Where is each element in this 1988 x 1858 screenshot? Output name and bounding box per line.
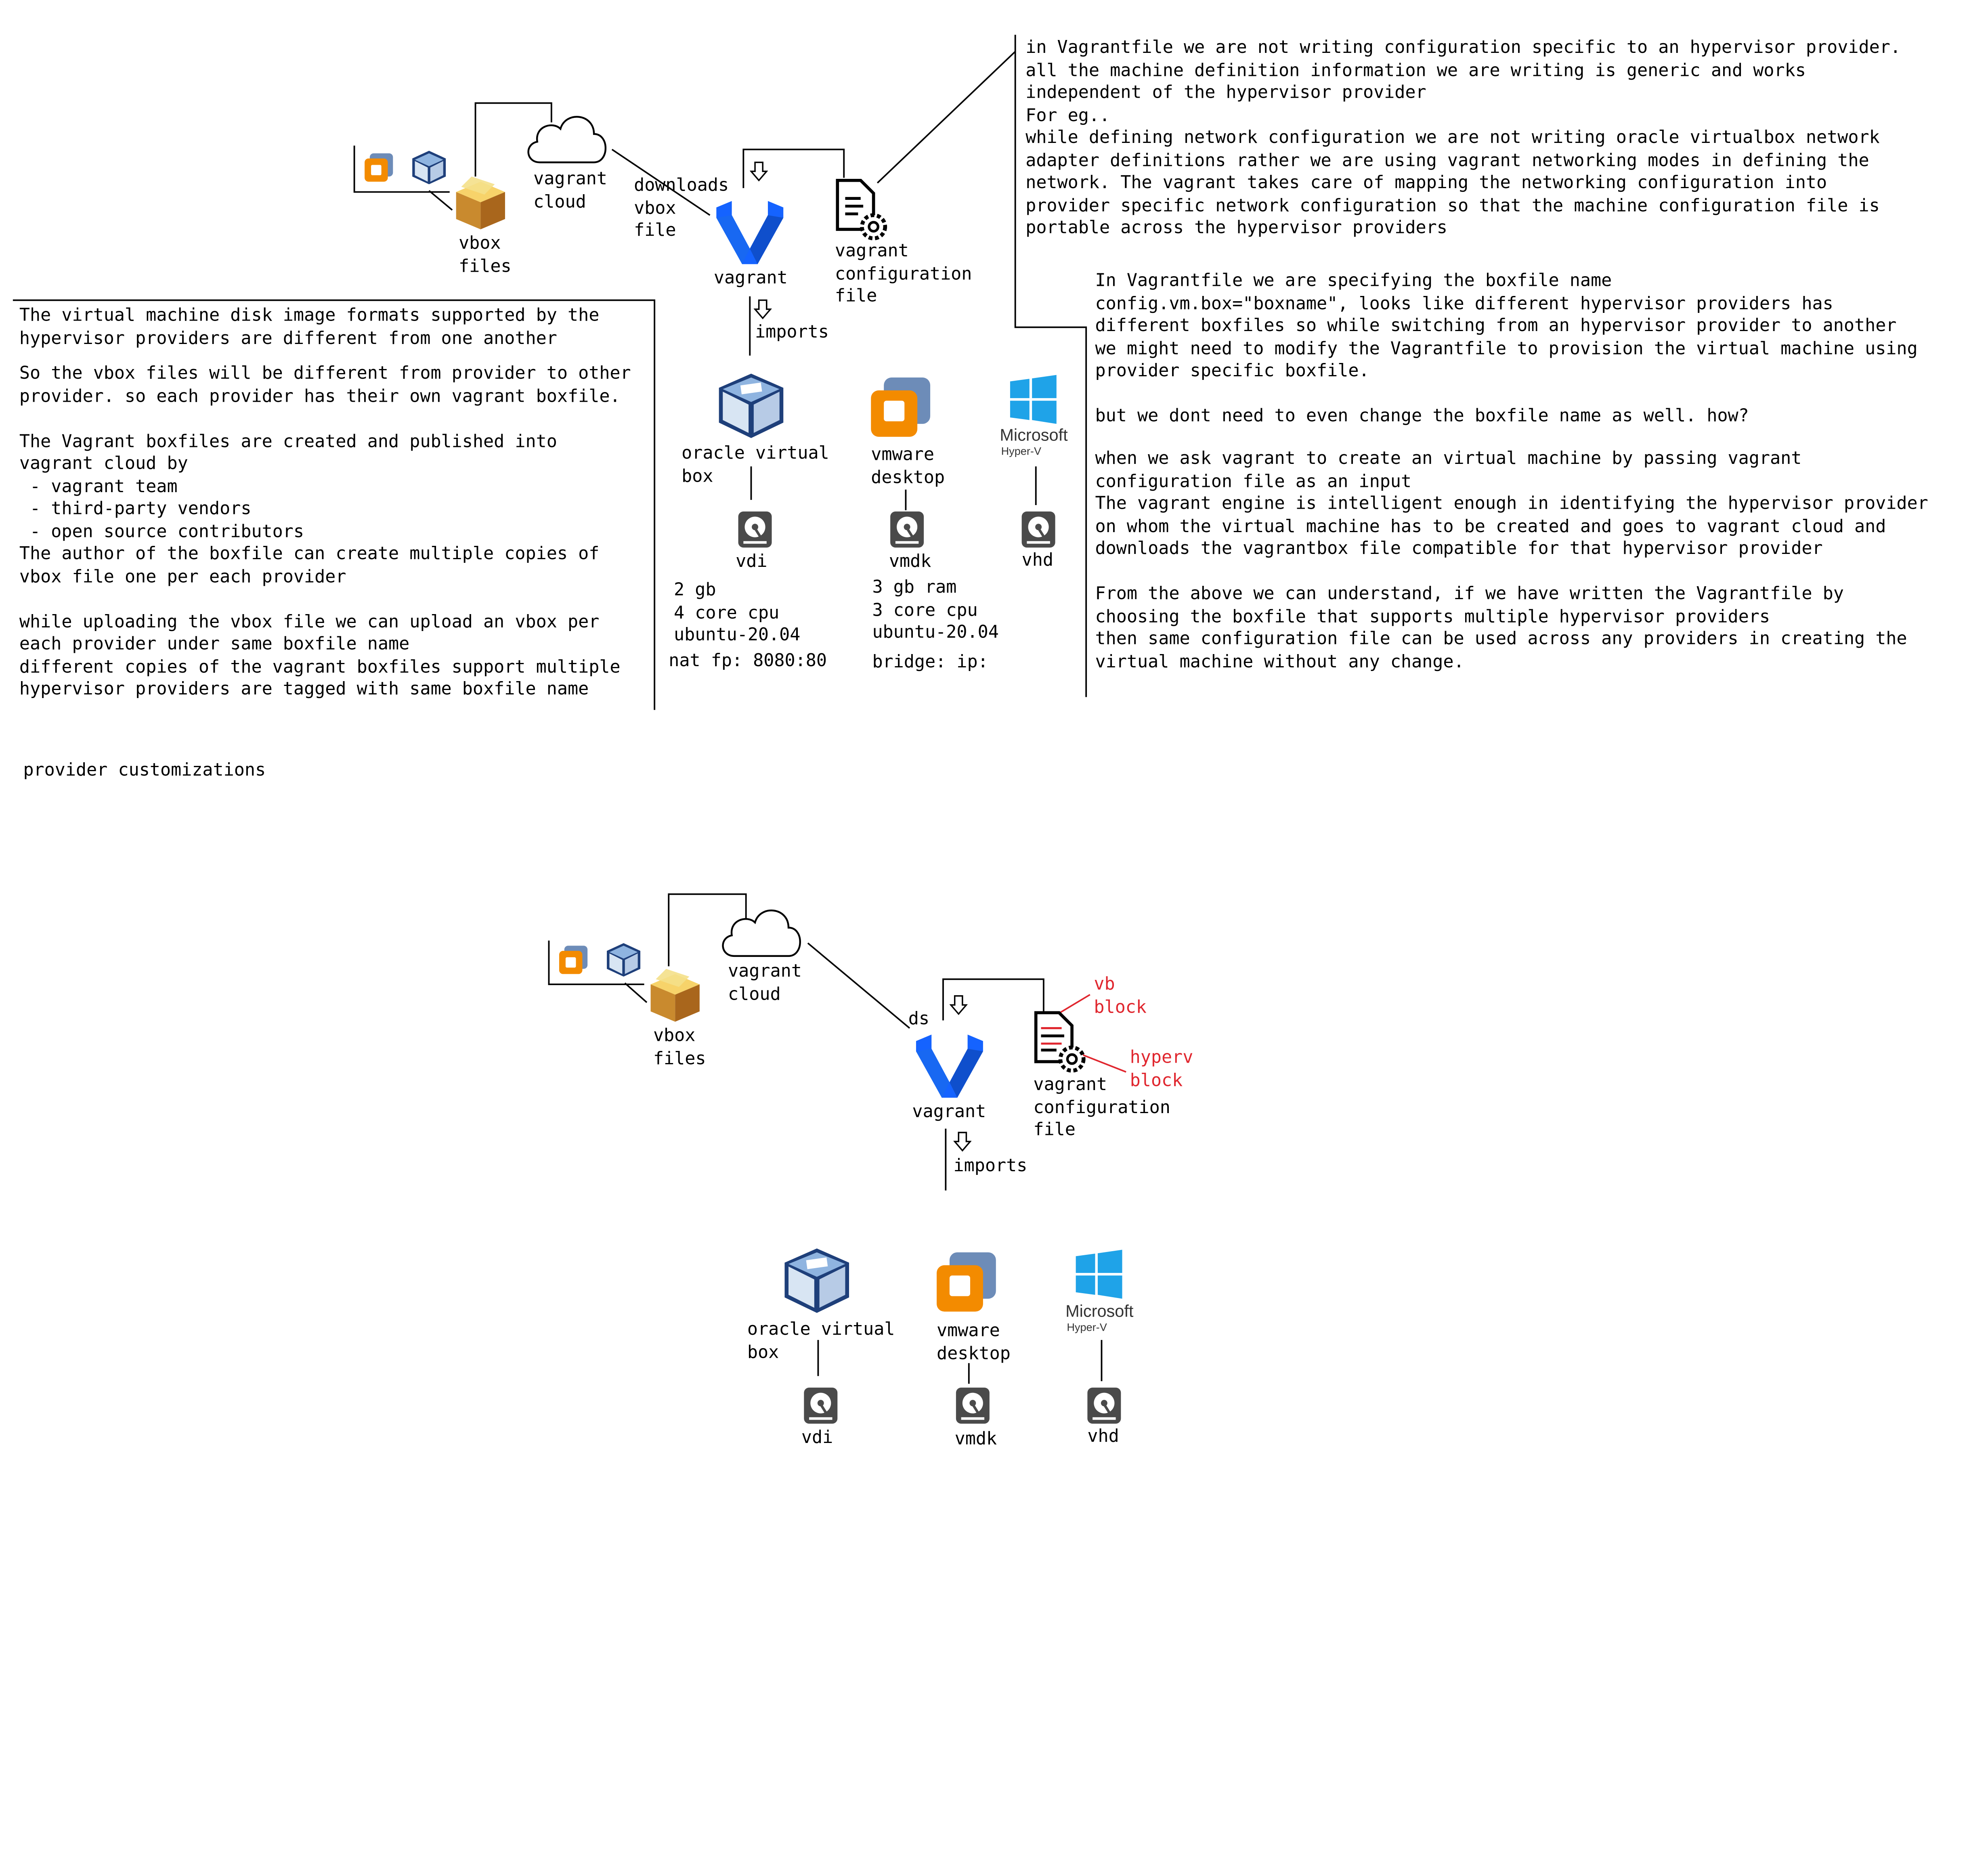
vmware-specs: 3 gb ram 3 core cpu ubuntu-20.04 [872,577,999,643]
arrow-down-icon [953,1132,972,1152]
windows-logo-icon [1076,1250,1122,1299]
virtualbox-icon [607,943,641,977]
connector-line [474,102,552,177]
arrow-down-icon [750,161,768,182]
config-file-label: vagrant configuration file [835,241,972,307]
config-file-gear-icon [836,178,887,241]
downloads-label: downloads vbox file [634,175,729,241]
note-disk-formats: The virtual machine disk image formats s… [19,305,600,349]
vdi-label: vdi [801,1427,833,1448]
vmware-icon [365,153,393,182]
virtualbox-label: oracle virtual box [682,443,829,487]
package-icon [650,969,700,1022]
note-boxfiles: So the vbox files will be different from… [19,363,631,700]
vmware-icon [871,377,931,437]
connector-line [807,942,910,1029]
note-boxfile-name: In Vagrantfile we are specifying the box… [1095,271,1918,427]
imports-label: imports [755,322,829,343]
connector-line [548,940,644,985]
connector-line [877,51,1016,184]
connector-line [611,149,711,216]
vmware-icon [937,1252,996,1312]
vmdk-label: vmdk [889,551,931,572]
vagrant-label: vagrant [713,268,788,289]
arrow-down-icon [753,299,772,319]
package-icon [456,176,505,230]
windows-logo-icon [1010,375,1057,424]
virtualbox-label: oracle virtual box [747,1319,895,1363]
vbox-network: nat fp: 8080:80 [669,650,827,671]
ds-label: ds [908,1009,930,1030]
cloud-icon [527,116,606,164]
connector-line [742,149,845,188]
config-file-gear-icon [1034,1011,1086,1073]
connector-line [624,982,648,1003]
virtualbox-icon [412,151,446,185]
vagrant-cloud-label: vagrant cloud [533,169,608,212]
vagrant-logo-icon [716,201,784,264]
cloud-icon [722,909,801,957]
hard-disk-icon [804,1387,838,1424]
vagrant-logo-icon [916,1034,983,1098]
vmdk-label: vmdk [954,1429,997,1450]
hyperv-sub: Hyper-V [1067,1320,1107,1334]
hyperv-block-annotation: hyperv block [1130,1047,1193,1091]
connector-line [428,190,453,211]
note-conclusion: From the above we can understand, if we … [1095,583,1907,672]
hyperv-name: Microsoft [1065,1301,1134,1321]
note-border [1014,35,1087,697]
vbox-files-label: vbox files [459,233,512,277]
config-file-label: vagrant configuration file [1033,1074,1170,1141]
connector-line [942,978,1044,1021]
hyperv-sub: Hyper-V [1001,444,1042,457]
vmware-label: vmware desktop [871,444,945,488]
vmware-icon [559,946,588,974]
hard-disk-icon [738,511,772,548]
hyperv-name: Microsoft [1000,425,1068,445]
hard-disk-icon [1021,511,1055,548]
note-vagrant-engine: when we ask vagrant to create an virtual… [1095,448,1928,559]
note-hypervisor-independent: in Vagrantfile we are not writing config… [1025,37,1901,239]
vhd-label: vhd [1021,550,1054,571]
vmware-label: vmware desktop [937,1320,1011,1364]
vdi-label: vdi [736,551,768,572]
vbox-specs: 2 gb 4 core cpu ubuntu-20.04 [673,580,801,646]
hard-disk-icon [1087,1387,1121,1424]
hard-disk-icon [956,1387,990,1424]
arrow-down-icon [949,995,968,1015]
vhd-label: vhd [1087,1426,1119,1447]
vagrant-cloud-label: vagrant cloud [728,961,802,1004]
note-border [13,299,656,710]
connector-line [353,145,450,193]
vmware-network: bridge: ip: [872,652,988,673]
section-title: provider customizations [23,760,266,781]
virtualbox-icon [784,1248,849,1313]
vb-block-annotation: vb block [1094,974,1147,1017]
vagrant-label: vagrant [912,1101,986,1122]
vbox-files-label: vbox files [653,1025,706,1069]
imports-label: imports [953,1155,1028,1176]
virtualbox-icon [719,373,784,438]
hard-disk-icon [890,511,924,548]
connector-line [668,893,747,967]
